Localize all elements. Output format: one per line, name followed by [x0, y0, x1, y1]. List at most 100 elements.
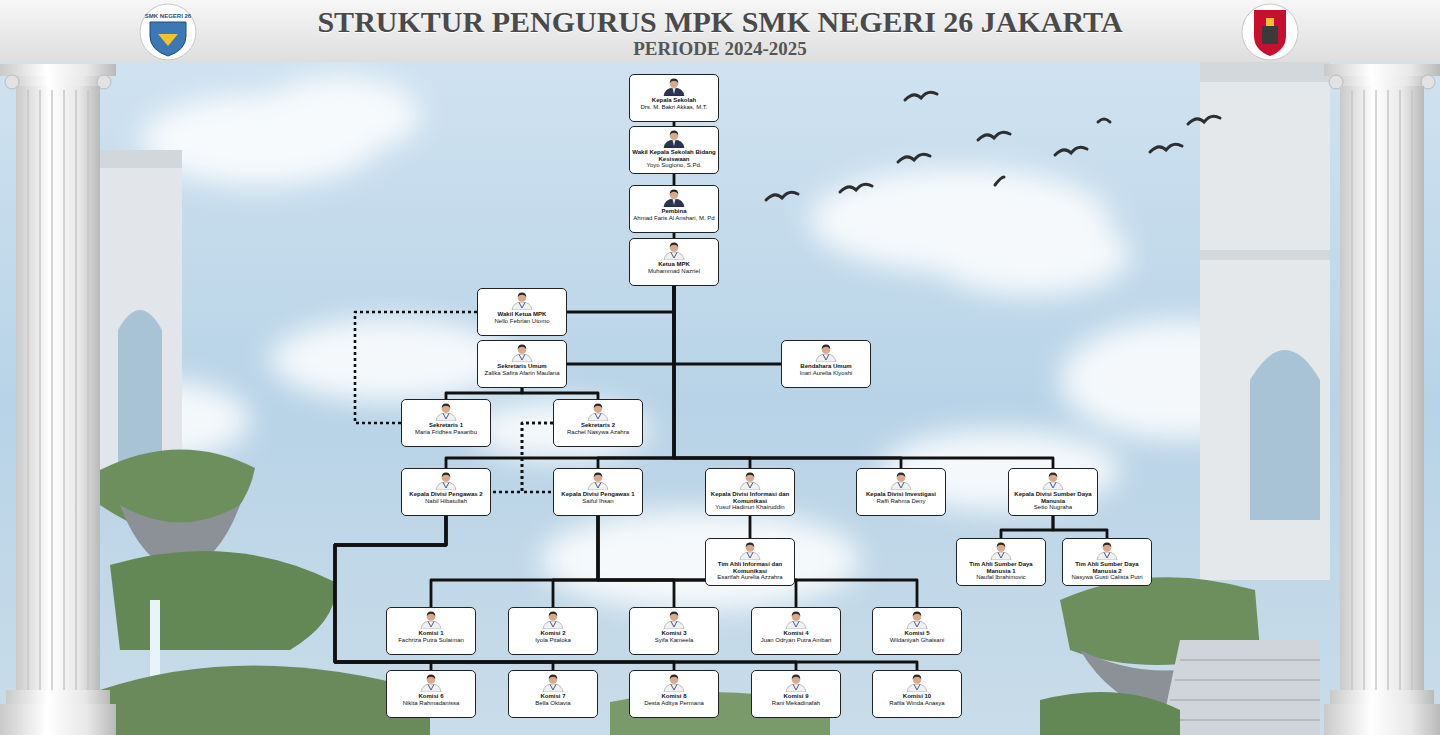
connector: [335, 516, 796, 670]
title-band: [0, 0, 1440, 62]
role-text: Pembina: [632, 208, 716, 215]
role-text: Komisi 8: [632, 693, 716, 700]
name-text: Rachel Nasywa Azahra: [556, 429, 640, 436]
member-box: Sekretaris 1Maria Fridhes Pasaribu: [401, 399, 491, 447]
role-text: Ketua MPK: [632, 261, 716, 268]
member-photo: [811, 343, 841, 362]
role-text: Komisi 6: [389, 693, 473, 700]
connector: [522, 388, 598, 399]
member-box: Komisi 6Nikita Rahmadanissa: [386, 670, 476, 718]
name-text: Drs. M. Bakri Akkas, M.T.: [632, 104, 716, 111]
name-text: Desta Aditya Permana: [632, 700, 716, 707]
role-text: Kepala Sekolah: [632, 97, 716, 104]
left-column: [0, 64, 116, 735]
role-text: Komisi 4: [754, 630, 838, 637]
connector: [674, 286, 750, 468]
name-text: Raffi Rahma Deny: [859, 498, 943, 505]
member-photo: [659, 129, 689, 148]
period-subtitle: PERIODE 2024-2025: [520, 39, 920, 60]
member-photo: [507, 291, 537, 310]
name-text: Bella Oktavia: [511, 700, 595, 707]
name-text: Nasywa Gusti Calista Putri: [1065, 574, 1149, 581]
ruins: [96, 60, 1330, 580]
member-photo: [659, 188, 689, 207]
role-text: Kepala Divisi Investigasi: [859, 491, 943, 498]
name-text: Yoyo Sugiono, S.Pd.: [632, 162, 716, 169]
role-text: Tim Ahli Informasi dan Komunikasi: [708, 561, 792, 574]
role-text: Kepala Divisi Sumber Daya Manusia: [1011, 491, 1095, 504]
member-photo: [902, 673, 932, 692]
role-text: Wakil Ketua MPK: [480, 311, 564, 318]
member-box: Wakil Kepala Sekolah Bidang KesiswaanYoy…: [629, 126, 719, 174]
member-photo: [583, 402, 613, 421]
member-box: Kepala Divisi Pengawas 1Saiful Ihsan: [553, 468, 643, 516]
chart-title: STRUKTUR PENGURUS MPK SMK NEGERI 26 JAKA…: [0, 6, 1440, 38]
connector: [431, 516, 598, 607]
member-photo: [735, 541, 765, 560]
role-text: Wakil Kepala Sekolah Bidang Kesiswaan: [632, 149, 716, 162]
member-box: Sekretaris 2Rachel Nasywa Azahra: [553, 399, 643, 447]
name-text: Esarifah Aurelia Azzahra: [708, 574, 792, 581]
member-box: Tim Ahli Sumber Daya Manusia 1Naufal Ibr…: [956, 538, 1046, 586]
role-text: Sekretaris Umum: [480, 363, 564, 370]
connector: [335, 516, 674, 670]
member-photo: [659, 673, 689, 692]
connector: [446, 388, 522, 399]
member-photo: [659, 610, 689, 629]
connector: [1053, 516, 1107, 538]
school-logo: [140, 4, 196, 60]
connector: [567, 286, 674, 364]
connector: [598, 516, 796, 607]
birds: [766, 92, 1220, 200]
member-box: Komisi 2Iyola Pitaloka: [508, 607, 598, 655]
member-photo: [735, 471, 765, 490]
member-box: Kepala Divisi Informasi dan KomunikasiYu…: [705, 468, 795, 516]
role-text: Kepala Divisi Pengawas 2: [404, 491, 488, 498]
member-box: Komisi 9Rani Mekadinafah: [751, 670, 841, 718]
member-photo: [659, 241, 689, 260]
member-photo: [781, 610, 811, 629]
connector: [553, 516, 598, 607]
member-box: Bendahara UmumInari Aurelia Kiyoshi: [781, 340, 871, 388]
member-box: PembinaAhmad Faris Al Anshari, M. Pd: [629, 185, 719, 233]
connector: [598, 516, 917, 607]
member-photo: [1038, 471, 1068, 490]
logo-text: SMK NEGERI 26: [128, 13, 208, 20]
name-text: Naufal Ibrahimovic: [959, 574, 1043, 581]
role-text: Tim Ahli Sumber Daya Manusia 2: [1065, 561, 1149, 574]
member-photo: [431, 402, 461, 421]
name-text: Rafila Winda Anasya: [875, 700, 959, 707]
member-box: Tim Ahli Informasi dan KomunikasiEsarifa…: [705, 538, 795, 586]
role-text: Komisi 9: [754, 693, 838, 700]
role-text: Sekretaris 1: [404, 422, 488, 429]
member-photo: [781, 673, 811, 692]
role-text: Komisi 10: [875, 693, 959, 700]
member-photo: [902, 610, 932, 629]
member-photo: [538, 673, 568, 692]
role-text: Bendahara Umum: [784, 363, 868, 370]
name-text: Ahmad Faris Al Anshari, M. Pd: [632, 215, 716, 222]
member-photo: [431, 471, 461, 490]
member-box: Komisi 7Bella Oktavia: [508, 670, 598, 718]
connector: [567, 286, 674, 312]
member-box: Ketua MPKMuhammad Nazriel: [629, 238, 719, 286]
member-box: Kepala Divisi Sumber Daya ManusiaSetio N…: [1008, 468, 1098, 516]
name-text: Inari Aurelia Kiyoshi: [784, 370, 868, 377]
name-text: Juan Odryan Putra Amban: [754, 637, 838, 644]
member-photo: [886, 471, 916, 490]
member-box: Komisi 10Rafila Winda Anasya: [872, 670, 962, 718]
role-text: Sekretaris 2: [556, 422, 640, 429]
member-box: Komisi 4Juan Odryan Putra Amban: [751, 607, 841, 655]
member-photo: [416, 673, 446, 692]
role-text: Komisi 1: [389, 630, 473, 637]
connector: [674, 286, 901, 468]
name-text: Zalika Safira Afarin Maulana: [480, 370, 564, 377]
role-text: Komisi 5: [875, 630, 959, 637]
member-photo: [986, 541, 1016, 560]
member-photo: [507, 343, 537, 362]
member-box: Tim Ahli Sumber Daya Manusia 2Nasywa Gus…: [1062, 538, 1152, 586]
clouds: [70, 77, 1300, 610]
